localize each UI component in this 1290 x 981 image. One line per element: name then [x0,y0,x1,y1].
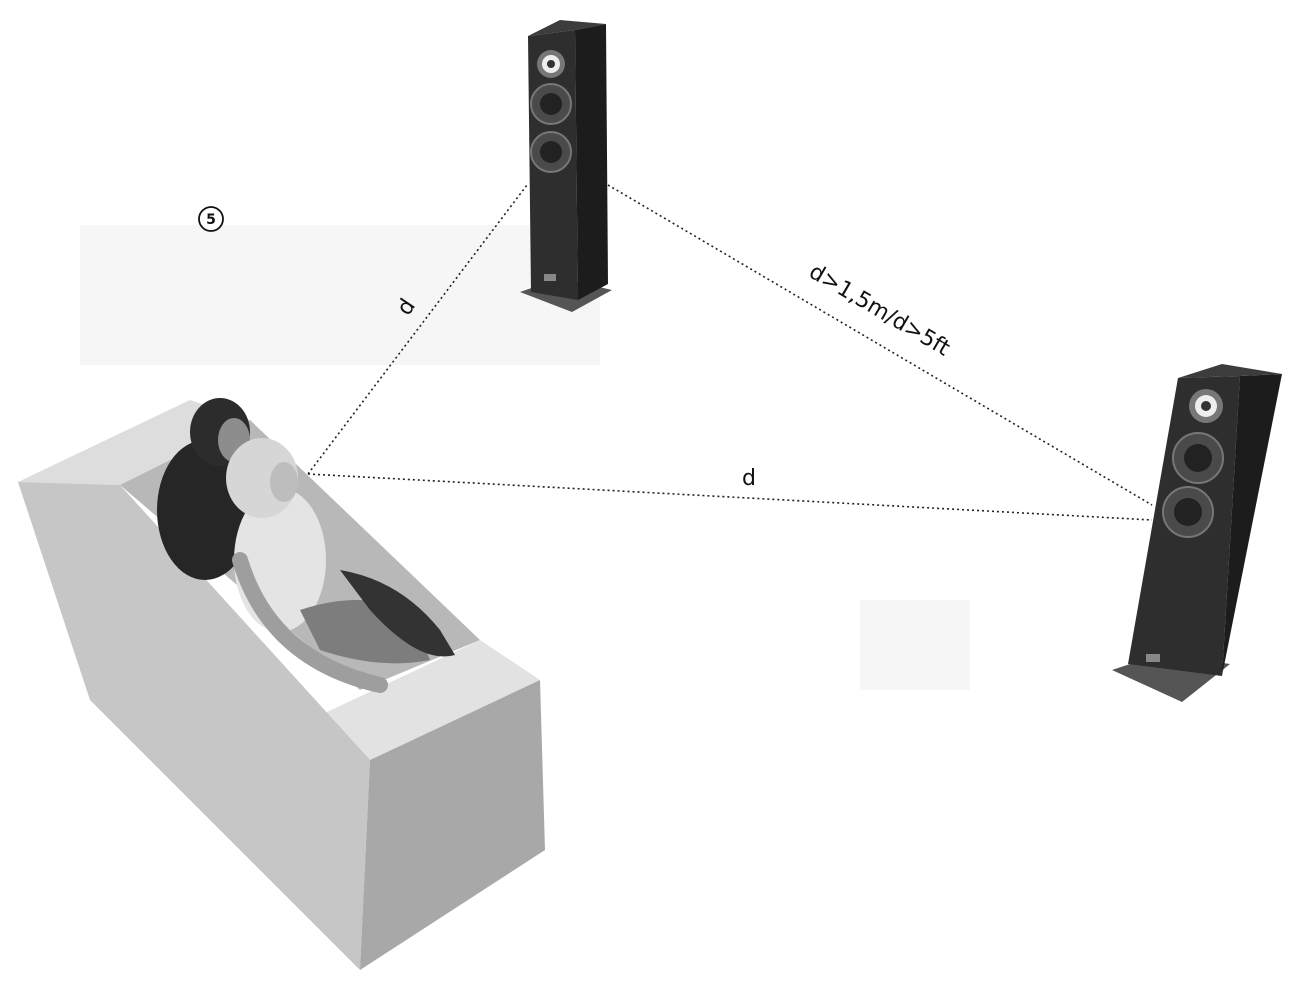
listeners [157,398,455,693]
step-badge-circle [198,206,224,232]
background-shading [80,225,970,690]
step-badge: 5 [198,206,224,232]
label-speaker-to-speaker: d>1,5m/d>5ft [805,259,955,361]
right-speaker [1112,364,1282,702]
line-listener-left-speaker [307,184,528,475]
left-speaker-top [528,20,606,36]
right-speaker-tweeter-dome [1201,401,1211,411]
measurement-lines [307,184,1153,521]
right-speaker-side [1222,374,1282,676]
woman-arm [232,552,388,693]
sofa-arm-top [310,640,540,760]
woman-face [270,462,298,502]
left-speaker-tweeter-dome [547,60,555,68]
left-speaker-side [575,24,608,300]
right-speaker-woofer-2-cone [1174,498,1202,526]
line-listener-right-speaker [307,473,1153,521]
right-speaker-logo [1146,654,1160,662]
left-speaker-woofer-1-cone [540,93,562,115]
left-speaker [520,20,612,312]
left-speaker-logo [544,274,556,281]
right-speaker-woofer-1-cone [1184,444,1212,472]
sofa-side [360,680,545,970]
label-listener-right-speaker: d [742,466,756,491]
sofa-front [18,482,370,970]
step-number: 5 [206,212,216,228]
left-speaker-woofer-2-cone [540,141,562,163]
line-left-right-speaker [607,184,1153,506]
right-speaker-top [1178,364,1282,378]
man-legs [340,570,455,657]
